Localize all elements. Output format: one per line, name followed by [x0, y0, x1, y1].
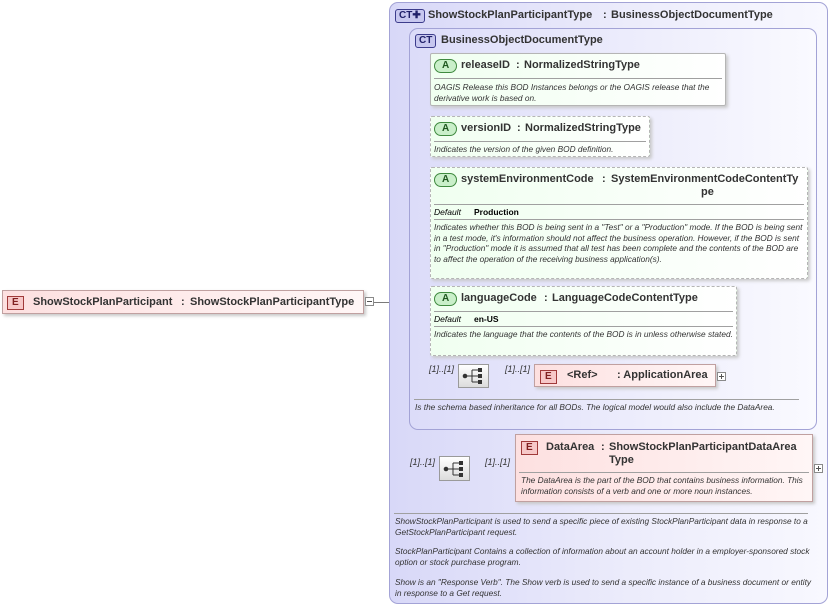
element-occurrence: [1]..[1] [505, 364, 531, 374]
root-element-type: ShowStockPlanParticipantType [190, 296, 355, 308]
sequence-compositor[interactable] [439, 456, 470, 481]
element-ref: <Ref> [567, 369, 598, 381]
default-separator [434, 219, 804, 220]
footer-doc-3: Show is an "Response Verb". The Show ver… [395, 577, 812, 598]
footer-doc-1: ShowStockPlanParticipant is used to send… [395, 516, 808, 537]
sequence-icon [462, 368, 482, 384]
root-element-colon: : [181, 296, 185, 308]
element-data-area[interactable]: E DataArea : ShowStockPlanParticipantDat… [515, 434, 813, 502]
sequence-occurrence: [1]..[1] [429, 364, 455, 374]
attribute-separator [434, 204, 804, 205]
attribute-doc: Indicates whether this BOD is being sent… [434, 222, 803, 264]
attribute-icon: A [434, 122, 458, 136]
root-element-box[interactable]: E ShowStockPlanParticipant : ShowStockPl… [2, 290, 364, 314]
collapse-toggle-root[interactable] [365, 297, 374, 306]
attribute-systemEnvironmentCode[interactable]: A systemEnvironmentCode : SystemEnvironm… [430, 167, 808, 279]
attribute-name: languageCode [461, 292, 537, 304]
attribute-icon: A [434, 292, 458, 306]
attribute-separator [434, 311, 733, 312]
attribute-name: releaseID [461, 59, 510, 71]
default-separator [434, 326, 733, 327]
root-element-name: ShowStockPlanParticipant [33, 296, 173, 308]
attribute-versionID[interactable]: A versionID : NormalizedStringType Indic… [430, 116, 650, 157]
attribute-icon: A [434, 59, 458, 73]
attribute-languageCode[interactable]: A languageCode : LanguageCodeContentType… [430, 286, 737, 356]
attribute-doc: OAGIS Release this BOD Instances belongs… [434, 82, 710, 103]
element-separator [519, 472, 809, 473]
element-type-line2: Type [609, 454, 634, 466]
footer-doc-2: StockPlanParticipant Contains a collecti… [395, 546, 810, 567]
sequence-occurrence: [1]..[1] [410, 457, 436, 467]
expand-toggle-application-area[interactable] [717, 372, 726, 381]
attribute-doc: Indicates the language that the contents… [434, 329, 733, 339]
outer-type-name: ShowStockPlanParticipantType [428, 9, 593, 21]
sequence-icon [443, 461, 463, 477]
element-icon: E [7, 296, 24, 310]
sequence-compositor[interactable] [458, 364, 489, 388]
element-icon: E [540, 370, 557, 384]
inner-type-name: BusinessObjectDocumentType [441, 34, 603, 46]
element-doc: The DataArea is the part of the BOD that… [521, 475, 803, 496]
complex-type-icon: CT [415, 34, 437, 48]
element-type-line1: ShowStockPlanParticipantDataArea [609, 441, 797, 453]
inner-doc-separator [414, 399, 799, 400]
default-label: Default [434, 207, 461, 217]
element-application-area[interactable]: E <Ref> : ApplicationArea [534, 364, 716, 387]
attribute-colon: : [517, 122, 521, 134]
connector-root [373, 302, 399, 303]
attribute-name: systemEnvironmentCode [461, 173, 594, 185]
attribute-separator [434, 141, 646, 142]
footer-separator [394, 513, 808, 514]
attribute-colon: : [516, 59, 520, 71]
attribute-doc: Indicates the version of the given BOD d… [434, 144, 614, 154]
inner-type-doc: Is the schema based inheritance for all … [415, 402, 775, 412]
attribute-colon: : [544, 292, 548, 304]
element-colon: : [601, 441, 605, 453]
outer-type-colon: : [603, 9, 607, 21]
attribute-type: NormalizedStringType [525, 122, 641, 134]
attribute-type-line2: pe [701, 186, 714, 198]
default-value: Production [474, 207, 519, 217]
element-occurrence: [1]..[1] [485, 457, 511, 467]
default-value: en-US [474, 314, 499, 324]
element-name: : ApplicationArea [617, 369, 708, 381]
attribute-releaseID[interactable]: A releaseID : NormalizedStringType OAGIS… [430, 53, 726, 106]
outer-type-base: BusinessObjectDocumentType [611, 9, 773, 21]
attribute-name: versionID [461, 122, 512, 134]
attribute-type-line1: SystemEnvironmentCodeContentTy [611, 173, 799, 185]
expand-toggle-data-area[interactable] [814, 464, 823, 473]
attribute-separator [434, 78, 722, 79]
attribute-icon: A [434, 173, 458, 187]
default-label: Default [434, 314, 461, 324]
element-icon: E [521, 441, 538, 455]
element-name: DataArea [546, 441, 595, 453]
attribute-colon: : [602, 173, 606, 185]
attribute-type: NormalizedStringType [524, 59, 640, 71]
attribute-type: LanguageCodeContentType [552, 292, 698, 304]
complex-type-extension-icon: CT✚ [395, 9, 425, 23]
